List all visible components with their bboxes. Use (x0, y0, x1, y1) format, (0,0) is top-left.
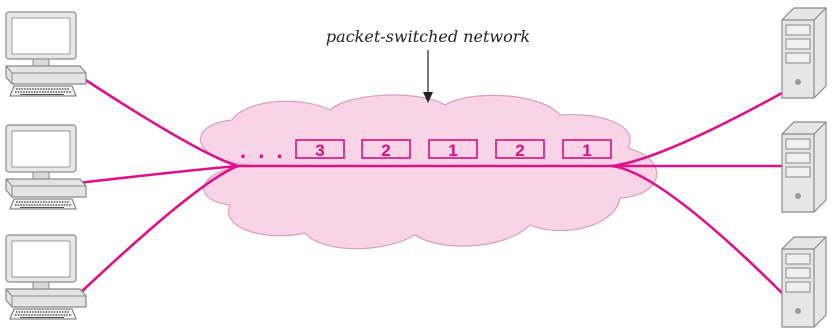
arrow-head-icon (423, 92, 433, 103)
packet-label: 1 (448, 141, 457, 160)
network-links (76, 73, 784, 297)
packet-box: 2 (495, 139, 545, 160)
network-label: packet-switched network (326, 27, 530, 46)
network-cloud-icon (199, 94, 658, 250)
packet-label: 2 (381, 141, 390, 160)
packet-stream: . . . 3 2 1 2 1 (240, 138, 612, 163)
packet-label: 1 (582, 141, 591, 160)
ellipsis: . . . (240, 138, 286, 163)
packet-box: 2 (361, 139, 411, 160)
packet-label: 2 (515, 141, 524, 160)
desktop-computer-icon (5, 234, 87, 320)
server-tower-icon (781, 121, 827, 213)
link-pc-2 (76, 164, 240, 185)
packet-box: 1 (428, 139, 478, 160)
network-caption: packet-switched network (326, 27, 530, 103)
packet-box: 1 (562, 139, 612, 160)
link-pc-1 (76, 73, 240, 168)
link-server-1 (610, 91, 784, 168)
link-pc-3 (76, 164, 240, 297)
server-tower-icon (781, 7, 827, 99)
desktop-computer-icon (5, 124, 87, 210)
link-server-3 (610, 164, 784, 295)
packet-box: 3 (295, 139, 345, 160)
packet-label: 3 (315, 141, 324, 160)
desktop-computer-icon (5, 11, 87, 97)
server-tower-icon (781, 236, 827, 328)
